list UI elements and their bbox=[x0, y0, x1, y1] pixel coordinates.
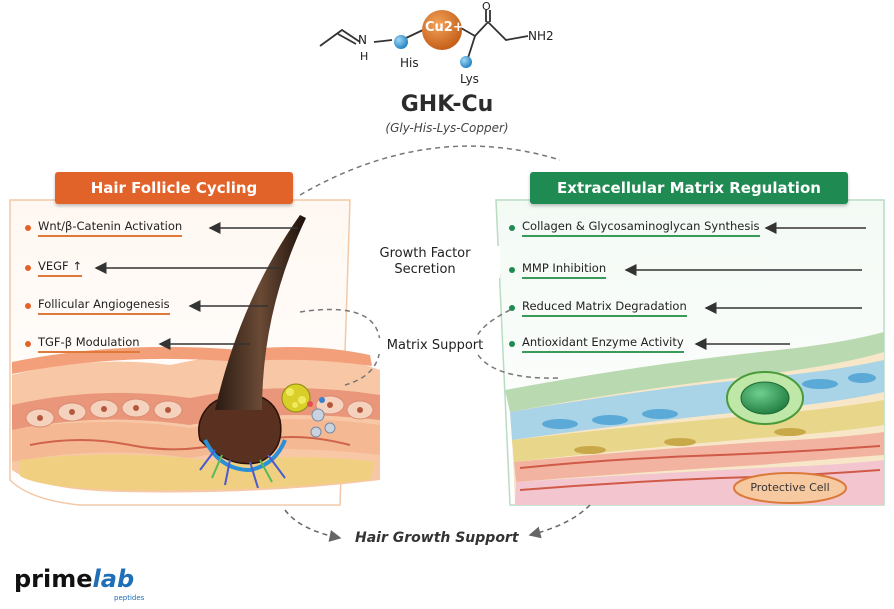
molecule-subtitle: (Gly-His-Lys-Copper) bbox=[385, 121, 509, 135]
bottom-right-arrow bbox=[528, 504, 591, 539]
protective-cell-shape bbox=[733, 472, 847, 504]
left-item-4: TGF-β Modulation bbox=[38, 335, 140, 353]
right-item-3: Reduced Matrix Degradation bbox=[522, 299, 687, 317]
bullet-left-1 bbox=[25, 225, 31, 231]
bullet-left-2 bbox=[25, 265, 31, 271]
protective-cell-label: Protective Cell bbox=[750, 481, 830, 494]
growth-factor-line1: Growth Factor bbox=[379, 246, 471, 261]
copper-atom bbox=[422, 10, 462, 50]
left-item-2: VEGF ↑ bbox=[38, 259, 82, 277]
bullet-left-3 bbox=[25, 303, 31, 309]
bullet-right-4 bbox=[509, 341, 515, 347]
bottom-left-arrow bbox=[284, 509, 342, 542]
molecule-structure bbox=[319, 10, 529, 68]
his-residue-label: His bbox=[400, 56, 419, 70]
amine-label: NH2 bbox=[528, 29, 554, 43]
skin-tissue-illustration bbox=[12, 346, 380, 493]
left-item-3: Follicular Angiogenesis bbox=[38, 297, 170, 315]
bullet-right-2 bbox=[509, 267, 515, 273]
growth-factor-label: Growth Factor Secretion bbox=[350, 246, 500, 278]
logo-prime: prime bbox=[14, 565, 93, 593]
top-arc-connector bbox=[299, 145, 561, 196]
logo-lab: lab bbox=[92, 565, 135, 593]
bullet-right-3 bbox=[509, 305, 515, 311]
right-item-4: Antioxidant Enzyme Activity bbox=[522, 335, 684, 353]
right-item-2: MMP Inhibition bbox=[522, 261, 607, 279]
left-item-1: Wnt/β-Catenin Activation bbox=[38, 219, 183, 237]
matrix-support-label: Matrix Support bbox=[370, 338, 500, 354]
hydrogen-label: H bbox=[360, 50, 369, 63]
molecule-title: GHK-Cu bbox=[400, 92, 494, 117]
lys-residue-label: Lys bbox=[460, 72, 479, 86]
copper-label: Cu2+ bbox=[425, 20, 464, 35]
left-panel-title: Hair Follicle Cycling bbox=[55, 172, 293, 204]
hair-follicle-illustration bbox=[198, 215, 336, 489]
brand-logo: primelab bbox=[14, 565, 134, 593]
bullet-right-1 bbox=[509, 225, 515, 231]
bullet-left-4 bbox=[25, 341, 31, 347]
right-panel-title: Extracellular Matrix Regulation bbox=[530, 172, 848, 204]
hair-growth-support-label: Hair Growth Support bbox=[355, 530, 519, 546]
logo-subtitle: peptides bbox=[114, 594, 145, 602]
right-item-1: Collagen & Glycosaminoglycan Synthesis bbox=[522, 219, 760, 237]
nitrogen-label: N bbox=[358, 33, 367, 47]
cell-illustration bbox=[726, 371, 804, 425]
growth-factor-line2: Secretion bbox=[394, 262, 456, 277]
oxygen-label: O bbox=[482, 0, 491, 13]
matrix-tissue-illustration bbox=[505, 332, 884, 505]
